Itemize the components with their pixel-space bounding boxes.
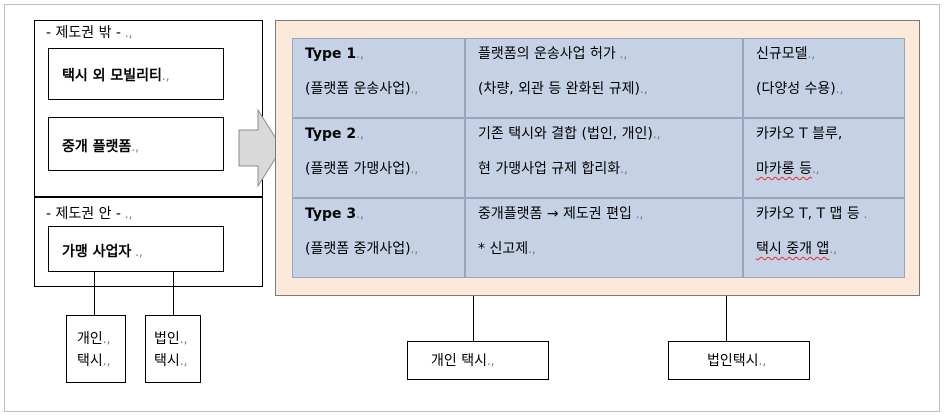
corporate-taxi-line1: 법인 bbox=[154, 331, 180, 347]
paragraph-mark: ., bbox=[179, 354, 188, 368]
type1-desc: (플랫폼 운송사업) bbox=[305, 81, 411, 97]
diagram-frame bbox=[4, 4, 940, 412]
paragraph-mark: ., bbox=[356, 207, 364, 221]
mobility-label: 택시 외 모빌리티., bbox=[62, 65, 170, 85]
paragraph-mark: ., bbox=[410, 82, 419, 96]
paragraph-mark: ., bbox=[631, 207, 644, 221]
mobility-box: 택시 외 모빌리티., bbox=[48, 48, 224, 100]
paragraph-mark: ., bbox=[639, 82, 648, 96]
paragraph-mark: ., bbox=[120, 207, 133, 221]
type2-regulation-1: 기존 택시와 결합 (법인, 개인) bbox=[478, 126, 653, 142]
personal-taxi-line2: 택시 bbox=[77, 353, 103, 369]
paragraph-mark: ., bbox=[102, 354, 111, 368]
paragraph-mark: ., bbox=[131, 140, 139, 154]
brokerage-platform-box: 중개 플랫폼., bbox=[48, 117, 224, 171]
type3-example-1: 카카오 T, T 맵 등 bbox=[756, 206, 860, 222]
connector-line-bottom-personal bbox=[473, 296, 474, 341]
type2-cell: Type 2., (플랫폼 가맹사업)., bbox=[292, 118, 465, 198]
inside-system-header-text: - 제도권 안 - bbox=[46, 206, 121, 222]
paragraph-mark: ., bbox=[102, 332, 111, 346]
paragraph-mark: ., bbox=[811, 162, 820, 176]
type3-regulation-cell: 중개플랫폼 → 제도권 편입 ., * 신고제., bbox=[465, 198, 743, 278]
paragraph-mark: ., bbox=[486, 354, 495, 368]
franchise-operator-box: 가맹 사업자 ., bbox=[48, 226, 224, 272]
connector-line-bottom-corporate bbox=[726, 296, 727, 341]
personal-taxi-label: 개인 택시., bbox=[431, 352, 495, 370]
brokerage-platform-label: 중개 플랫폼., bbox=[62, 136, 139, 156]
inside-system-header: - 제도권 안 - ., bbox=[46, 205, 132, 223]
type1-example-cell: 신규모델., (다양성 수용)., bbox=[743, 38, 905, 118]
type1-regulation-cell: 플랫폼의 운송사업 허가 ., (차량, 외관 등 완화된 규제)., bbox=[465, 38, 743, 118]
paragraph-mark: ., bbox=[179, 332, 188, 346]
corporate-taxi-box: 법인택시., bbox=[668, 341, 810, 380]
paragraph-mark: ., bbox=[528, 242, 536, 256]
connector-line-personal bbox=[94, 272, 95, 315]
type2-example-1: 카카오 T 블루, bbox=[756, 126, 843, 142]
type1-regulation-1: 플랫폼의 운송사업 허가 bbox=[478, 46, 616, 62]
type3-example-2: 택시 중개 앱 bbox=[756, 241, 830, 257]
connector-line-corporate bbox=[173, 272, 174, 315]
outside-system-header-text: - 제도권 밖 - bbox=[46, 25, 121, 41]
type1-title: Type 1 bbox=[305, 46, 357, 62]
paragraph-mark: ., bbox=[356, 127, 364, 141]
personal-taxi-line1: 개인 bbox=[77, 331, 103, 347]
personal-taxi-sub-box: 개인., 택시., bbox=[66, 315, 126, 383]
paragraph-mark: . bbox=[859, 207, 868, 221]
type2-title: Type 2 bbox=[305, 126, 357, 142]
brokerage-platform-label-text: 중개 플랫폼 bbox=[62, 139, 132, 155]
personal-taxi-sub-label: 개인., 택시., bbox=[77, 328, 110, 372]
mobility-label-text: 택시 외 모빌리티 bbox=[62, 68, 162, 84]
type2-regulation-cell: 기존 택시와 결합 (법인, 개인)., 현 가맹사업 규제 합리화., bbox=[465, 118, 743, 198]
type3-regulation-1: 중개플랫폼 → 제도권 편입 bbox=[478, 206, 632, 222]
paragraph-mark: ., bbox=[410, 242, 419, 256]
type1-cell: Type 1., (플랫폼 운송사업)., bbox=[292, 38, 465, 118]
type1-example-2: (다양성 수용) bbox=[756, 81, 836, 97]
paragraph-mark: ., bbox=[356, 47, 364, 61]
paragraph-mark: ., bbox=[829, 242, 837, 256]
type3-cell: Type 3., (플랫폼 중개사업)., bbox=[292, 198, 465, 278]
type2-example-2: 마카롱 등 bbox=[756, 161, 812, 177]
paragraph-mark: ., bbox=[835, 82, 844, 96]
paragraph-mark: ., bbox=[807, 47, 816, 61]
type3-title: Type 3 bbox=[305, 206, 357, 222]
paragraph-mark: ., bbox=[131, 245, 143, 259]
type2-regulation-2: 현 가맹사업 규제 합리화 bbox=[478, 161, 621, 177]
paragraph-mark: ., bbox=[758, 354, 767, 368]
corporate-taxi-sub-box: 법인., 택시., bbox=[145, 315, 201, 383]
personal-taxi-box: 개인 택시., bbox=[407, 341, 549, 380]
corporate-taxi-label-text: 법인택시 bbox=[707, 353, 759, 369]
outside-system-header: - 제도권 밖 - ., bbox=[46, 24, 132, 42]
franchise-operator-label-text: 가맹 사업자 bbox=[62, 244, 132, 260]
paragraph-mark: ., bbox=[620, 162, 628, 176]
type1-example-1: 신규모델 bbox=[756, 46, 808, 62]
type3-desc: (플랫폼 중개사업) bbox=[305, 241, 411, 257]
franchise-operator-label: 가맹 사업자 ., bbox=[62, 241, 143, 261]
corporate-taxi-sub-label: 법인., 택시., bbox=[154, 328, 187, 372]
corporate-taxi-label: 법인택시., bbox=[707, 352, 766, 370]
corporate-taxi-line2: 택시 bbox=[154, 353, 180, 369]
type2-desc: (플랫폼 가맹사업) bbox=[305, 161, 411, 177]
paragraph-mark: ., bbox=[410, 162, 419, 176]
type2-example-cell: 카카오 T 블루, 마카롱 등., bbox=[743, 118, 905, 198]
type3-example-cell: 카카오 T, T 맵 등 . 택시 중개 앱., bbox=[743, 198, 905, 278]
personal-taxi-label-text: 개인 택시 bbox=[431, 353, 487, 369]
right-arrow-icon bbox=[238, 108, 283, 188]
paragraph-mark: ., bbox=[161, 69, 170, 83]
type1-regulation-2: (차량, 외관 등 완화된 규제) bbox=[478, 81, 640, 97]
type3-regulation-2: * 신고제 bbox=[478, 241, 529, 257]
paragraph-mark: ., bbox=[615, 47, 628, 61]
paragraph-mark: ., bbox=[652, 127, 661, 141]
paragraph-mark: ., bbox=[120, 26, 133, 40]
